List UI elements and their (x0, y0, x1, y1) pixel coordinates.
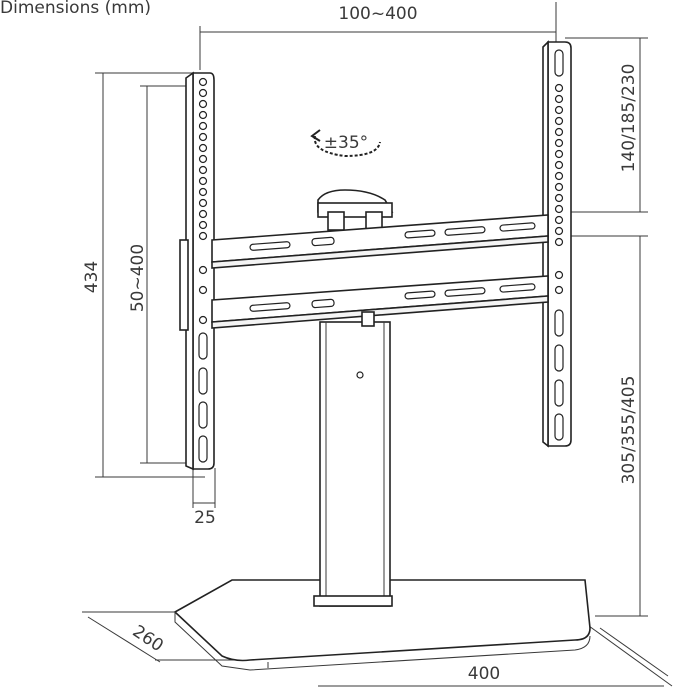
base-plate (173, 579, 591, 671)
lower-horizontal-rail (211, 275, 549, 329)
right-bottom-dimension: 305/355/405 (565, 235, 648, 617)
inner-height-label: 50~400 (128, 244, 148, 312)
bottom-offset-dimension: 25 (192, 468, 216, 528)
left-vertical-bracket (179, 71, 215, 471)
right-top-dimension: 140/185/230 (565, 37, 648, 213)
top-width-label: 100~400 (338, 4, 417, 24)
pivot-block (317, 189, 394, 231)
diagram-title: Dimensions (mm) (0, 0, 151, 18)
left-height-label: 434 (82, 261, 102, 293)
upper-horizontal-rail (211, 214, 549, 269)
right-bottom-label: 305/355/405 (619, 376, 639, 485)
support-column (313, 321, 393, 607)
base-width-label: 400 (468, 664, 500, 684)
bottom-offset-label: 25 (194, 508, 216, 528)
base-depth-label: 260 (129, 621, 167, 656)
right-top-label: 140/185/230 (619, 64, 639, 173)
top-width-dimension: 100~400 (199, 2, 557, 70)
rotation-indicator: ±35° (310, 129, 381, 158)
rotation-label: ±35° (324, 133, 368, 153)
left-height-dimension: 434 (82, 72, 205, 478)
right-vertical-bracket (542, 40, 572, 448)
base-width-dimension: 400 (318, 625, 673, 687)
